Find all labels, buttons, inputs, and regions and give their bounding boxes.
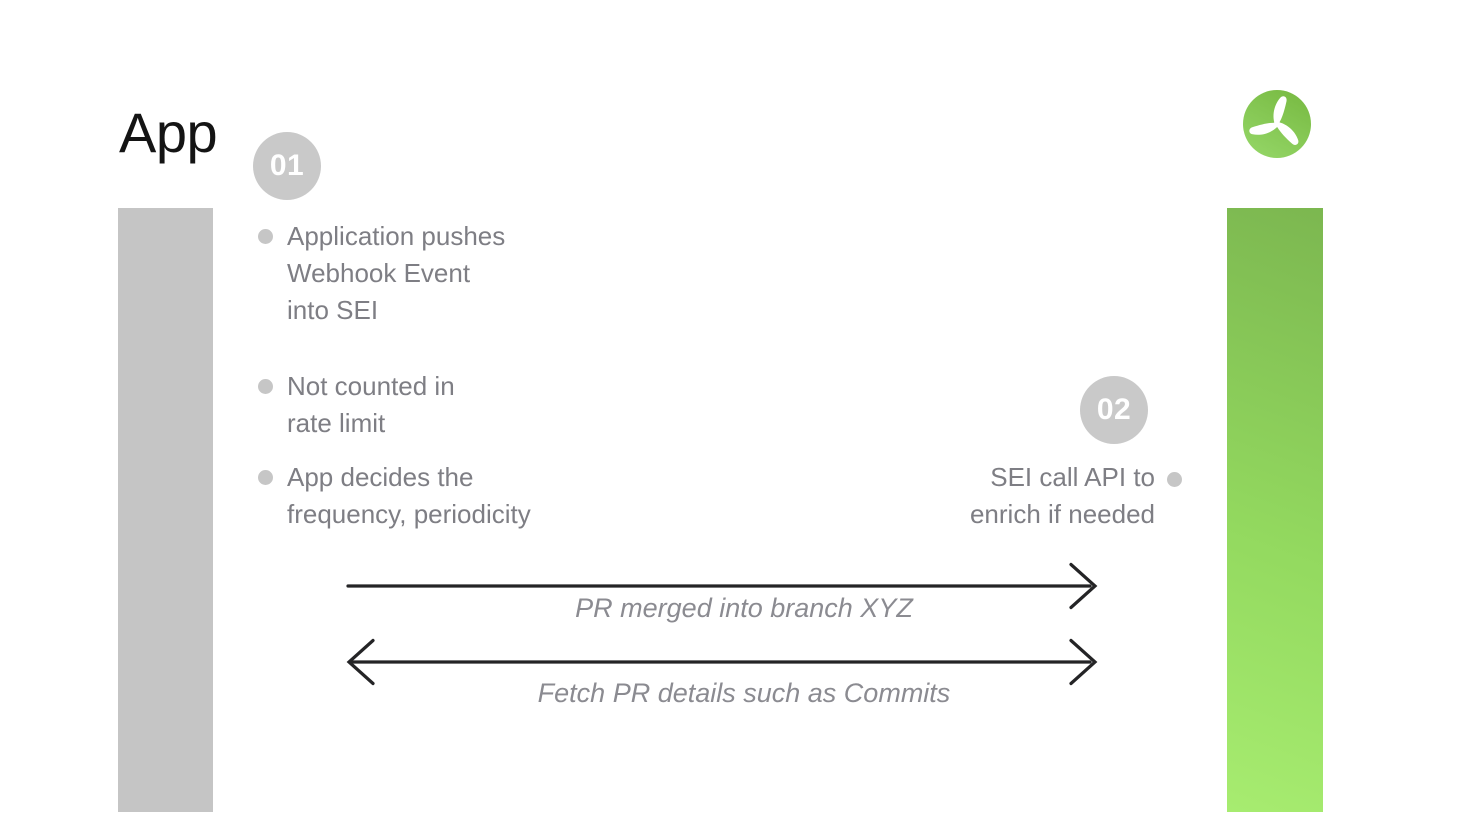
bullet-item: Application pushes Webhook Event into SE… — [258, 218, 505, 329]
bullet-dot-icon — [258, 379, 273, 394]
bullet-text: Application pushes Webhook Event into SE… — [287, 221, 506, 325]
bullet-dot-icon — [258, 470, 273, 485]
bullet-dot-icon — [1167, 472, 1182, 487]
bullet-item: Not counted in rate limit — [258, 368, 455, 442]
arrow-label-2: Fetch PR details such as Commits — [537, 678, 951, 708]
note-text: SEI call API to enrich if needed — [969, 462, 1155, 529]
bullet-dot-icon — [258, 229, 273, 244]
arrow-label-1: PR merged into branch XYZ — [575, 593, 913, 623]
sei-column-bar — [1227, 208, 1323, 812]
bullet-item: App decides the frequency, periodicity — [258, 459, 531, 533]
bullet-text: App decides the frequency, periodicity — [287, 462, 531, 529]
app-title: App — [119, 101, 218, 164]
step-1-badge: 01 — [253, 132, 321, 200]
wind-turbine-icon — [1243, 90, 1311, 158]
bullet-text: Not counted in rate limit — [287, 371, 455, 438]
step-2-note: SEI call API to enrich if needed — [970, 459, 1182, 533]
step-2-badge: 02 — [1080, 376, 1148, 444]
app-column-bar — [118, 208, 213, 812]
